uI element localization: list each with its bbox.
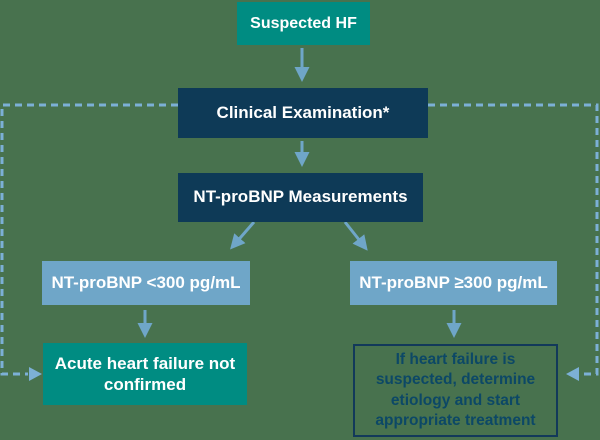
arrow-measurements-to-left-branch [230,221,256,250]
dashed-arrowhead-right [566,367,579,381]
clinical-examination-box: Clinical Examination* [178,88,428,138]
ntprobnp-measurements-box: NT-proBNP Measurements [178,173,423,222]
acute-hf-not-confirmed-box: Acute heart failure not confirmed [43,343,247,405]
dashed-arrowhead-left [29,367,42,381]
ntprobnp-above-300-box: NT-proBNP ≥300 pg/mL [350,261,557,305]
arrow-measurements-to-right-branch [343,221,368,251]
ntprobnp-below-300-box: NT-proBNP <300 pg/mL [42,261,250,305]
dashed-path-left [0,103,178,376]
hf-suspected-treatment-box: If heart failure is suspected, determine… [353,344,558,437]
suspected-hf-box: Suspected HF [237,2,370,45]
dashed-path-right [428,103,599,376]
